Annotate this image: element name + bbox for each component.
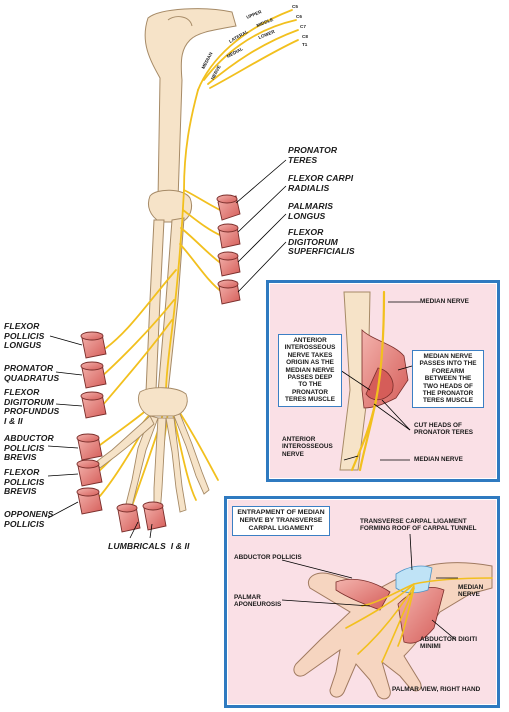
forearm-inset-panel <box>266 280 500 482</box>
root-label-c7: C7 <box>300 24 306 29</box>
muscle-lumbrical-2 <box>142 501 167 531</box>
muscle-flexor-pollicis-longus <box>80 331 107 359</box>
muscle-opponens-pollicis <box>76 487 103 515</box>
humerus-bone <box>144 8 237 201</box>
forearm-bones <box>145 217 185 393</box>
muscle-lumbrical-1 <box>116 503 141 533</box>
muscle-flexor-digitorum-profundus <box>80 391 107 419</box>
elbow-bones <box>147 189 193 223</box>
forearm-median-nerve-top-label: MEDIAN NERVE <box>420 298 469 305</box>
muscle-flexor-digitorum-superficialis <box>217 279 241 305</box>
label-lumbricals: LUMBRICALS I & II <box>108 541 190 551</box>
muscle-abductor-pollicis-brevis <box>76 433 103 461</box>
hand-bones <box>95 387 210 515</box>
hand-inset-panel <box>224 496 500 708</box>
muscle-pronator-teres <box>216 194 241 221</box>
root-label-t1: T1 <box>302 42 308 47</box>
muscle-flexor-carpi-radialis <box>217 223 241 249</box>
abductor-pollicis-label: ABDUCTOR POLLICIS <box>234 554 302 561</box>
forearm-median-nerve-bottom-label: MEDIAN NERVE <box>414 456 463 463</box>
root-label-c6: C6 <box>296 14 302 19</box>
muscle-stubs <box>76 194 241 533</box>
palmar-view-footer: PALMAR VIEW, RIGHT HAND <box>392 686 481 693</box>
muscle-palmaris-longus <box>217 251 241 277</box>
leader-lines <box>47 159 287 539</box>
root-label-c8: C8 <box>302 34 308 39</box>
muscle-flexor-pollicis-brevis <box>76 459 103 487</box>
muscle-pronator-quadratus <box>80 361 107 389</box>
root-label-c5: C5 <box>292 4 298 9</box>
